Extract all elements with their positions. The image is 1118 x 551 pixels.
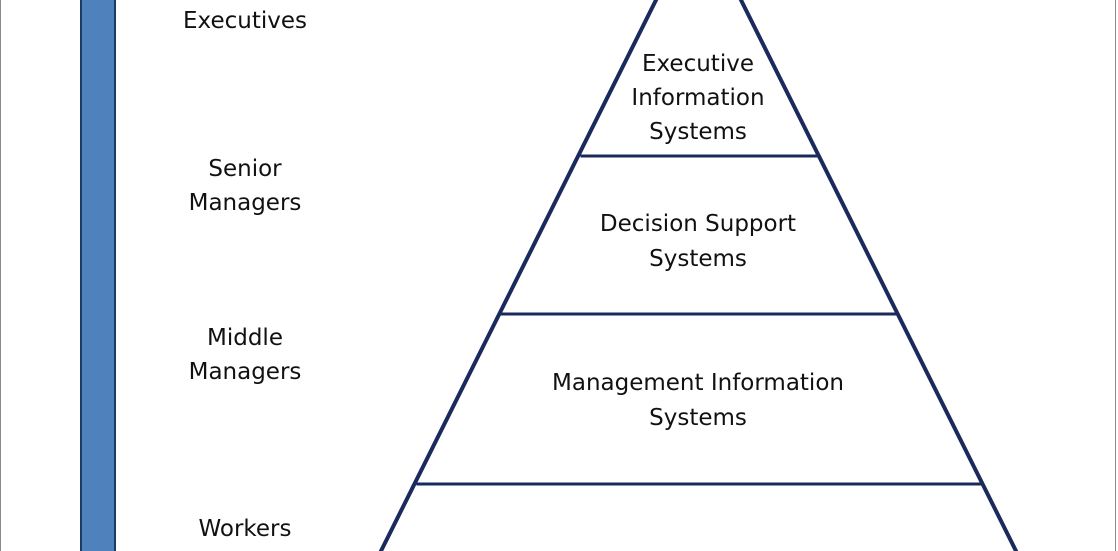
tier-label-dss-line-1: Decision Support	[600, 211, 796, 237]
tier-label-eis-line-3: Systems	[649, 119, 747, 145]
pyramid-right-edge	[738, 0, 1019, 551]
role-label-middle-managers: Middle Managers	[188, 325, 302, 385]
pyramid-left-edge	[378, 0, 659, 551]
role-label-executives: Executives	[183, 8, 307, 34]
role-label-workers: Workers	[198, 516, 292, 542]
role-label-senior-managers: Senior Managers	[188, 156, 302, 216]
tier-label-eis-line-2: Information	[631, 85, 764, 111]
tier-label-mis-line-1: Management Information	[552, 370, 844, 396]
tier-label-eis-line-1: Executive	[642, 51, 754, 77]
hierarchy-bar	[80, 0, 116, 551]
tier-label-mis-line-2: Systems	[649, 405, 747, 431]
tier-label-dss-line-2: Systems	[649, 246, 747, 272]
